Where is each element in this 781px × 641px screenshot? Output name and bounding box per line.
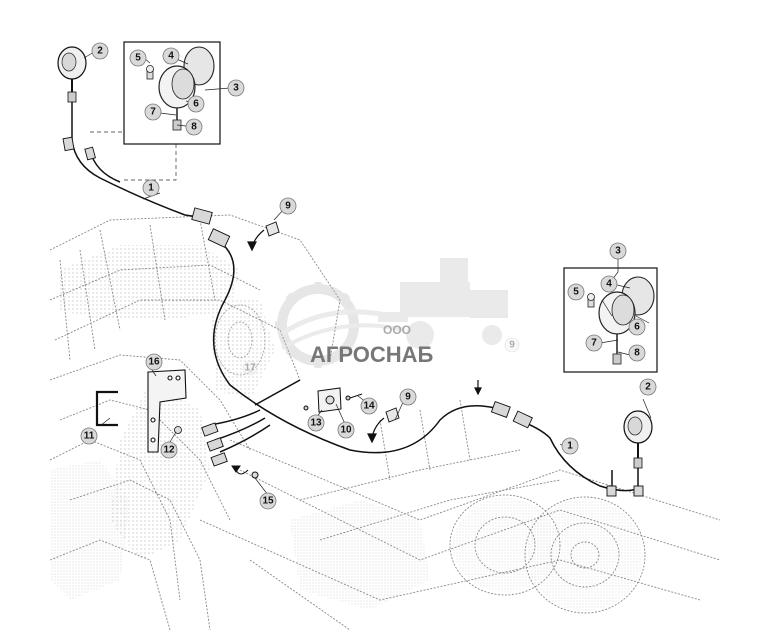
lamp-housing-icon [598,291,636,335]
work-lamp-left [57,46,87,103]
callout-label: 5 [573,287,579,298]
watermark-logo [275,258,508,368]
wheel-hatch [453,498,643,611]
callout-label: 13 [310,418,322,429]
callout-label: 8 [634,348,640,359]
callout-label: 16 [148,357,160,368]
screw-icon [303,393,363,411]
callout-label: 6 [634,322,640,333]
callout-9-mid: 9 [399,388,417,406]
harness-connectors [62,136,644,497]
callout-6-top: 6 [187,95,205,113]
watermark-main-text: АГРОСНАБ [310,342,434,367]
callout-13: 13 [307,414,325,432]
callout-7-top: 7 [144,103,162,121]
callout-5-right: 5 [567,283,585,301]
callout-label: 9 [509,340,515,351]
connector-icon [612,353,622,365]
callout-label: 6 [193,99,199,110]
bulb-icon [587,293,595,308]
callout-label: 3 [615,246,621,257]
callout-2-right: 2 [639,378,657,396]
callout-label: 9 [285,201,291,212]
mounting-bracket [147,369,187,453]
callout-4-top: 4 [162,47,180,65]
callout-2-top: 2 [91,42,109,60]
callout-9-top: 9 [279,197,297,215]
callout-1-top: 1 [142,179,160,197]
callout-label: 7 [591,338,597,349]
callout-14: 14 [360,397,378,415]
callout-6-right: 6 [628,318,646,336]
callout-label: 14 [363,401,375,412]
callout-1-right: 1 [561,437,579,455]
callout-label: 10 [340,425,352,436]
callout-8-top: 8 [185,118,203,136]
callout-9-faded: 9 [504,337,520,353]
callout-label: 7 [150,107,156,118]
watermark-small-text: ООО [383,323,411,337]
callout-label: 4 [168,51,174,62]
callout-7-right: 7 [585,334,603,352]
callout-15: 15 [259,492,277,510]
callout-4-right: 4 [600,275,618,293]
callout-12: 12 [160,441,178,459]
gear-wheel [214,304,266,376]
callout-label: 1 [148,183,154,194]
callout-label: 11 [84,431,95,442]
callout-3-right: 3 [609,242,627,260]
lamp-housing-icon [158,65,196,109]
callout-17-faded: 17 [242,360,258,376]
combine-harvester-icon [378,258,508,349]
detail-box-top [123,41,221,145]
callout-label: 15 [262,496,274,507]
callout-11: 11 [80,427,98,445]
callout-label: 2 [97,46,103,57]
callout-16: 16 [145,353,163,371]
nut-icon [174,426,182,434]
callout-label: 12 [163,445,175,456]
callout-5-top: 5 [129,49,147,67]
callout-label: 8 [191,122,197,133]
u-bolt [95,390,118,427]
callout-label: 4 [606,279,612,290]
bulb-icon [146,65,154,80]
callout-label: 17 [244,363,256,374]
clip-icon [231,465,259,479]
callout-label: 5 [135,53,141,64]
callout-label: 3 [233,83,239,94]
callout-3-top: 3 [227,79,245,97]
mount-plate [317,387,342,413]
callout-10: 10 [337,421,355,439]
gear-logo-icon [275,282,406,368]
grommet-arrows [247,229,482,444]
callout-label: 9 [405,392,411,403]
callout-label: 1 [567,441,573,452]
callout-group: 2 3 4 5 6 7 8 1 9 3 4 5 6 7 8 2 1 9 16 1… [80,42,657,510]
work-lamp-right [623,410,653,469]
callout-8-right: 8 [628,344,646,362]
chassis-shading [50,245,430,610]
callout-label: 2 [645,382,651,393]
